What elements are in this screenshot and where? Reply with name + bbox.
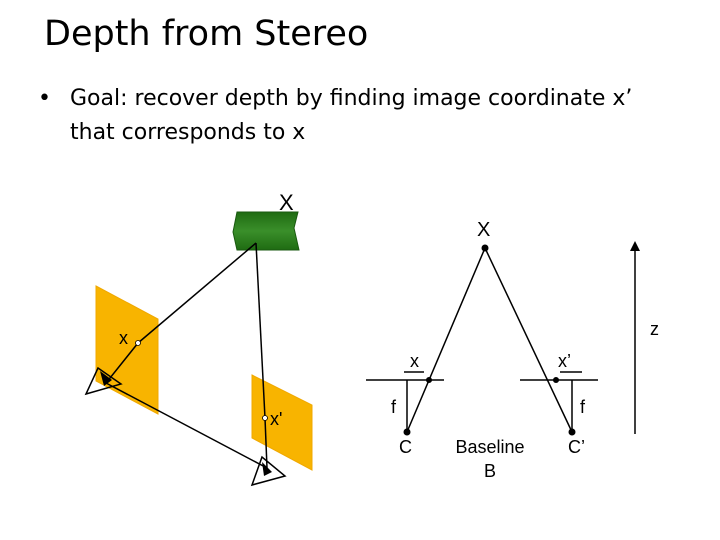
right-image-plane xyxy=(251,374,313,471)
left-image-point xyxy=(135,340,141,346)
right-camera-center-dot xyxy=(568,428,576,436)
right-image-point xyxy=(262,415,268,421)
depth-label: z xyxy=(650,319,659,339)
right-sight-ray xyxy=(484,247,573,433)
left-camera-center-label: C xyxy=(399,437,412,457)
right-scene-point-label: X xyxy=(477,219,490,241)
left-scene-point-label: X xyxy=(279,190,294,215)
slide-title: Depth from Stereo xyxy=(44,14,369,54)
right-figure-left-image-label: x xyxy=(410,351,419,371)
left-focal-label: f xyxy=(391,397,397,417)
right-figure: X x x’ f f C C’ Baseline B z xyxy=(366,219,659,481)
left-figure: X x x' xyxy=(84,190,313,487)
right-image-point-dot xyxy=(553,377,559,383)
goal-bullet: • Goal: recover depth by finding image c… xyxy=(38,82,678,150)
right-focal-label: f xyxy=(580,397,586,417)
left-ray-to-left-camera xyxy=(105,342,139,384)
left-image-plane xyxy=(95,285,159,415)
right-figure-right-image-label: x’ xyxy=(558,351,571,371)
left-ray-to-left-plane xyxy=(137,242,257,344)
left-figure-right-image-label: x' xyxy=(270,409,282,429)
left-image-point-dot xyxy=(426,377,432,383)
bullet-marker: • xyxy=(38,86,51,111)
goal-text: Goal: recover depth by finding image coo… xyxy=(70,86,633,145)
left-figure-baseline xyxy=(105,382,268,469)
right-camera-center-label: C’ xyxy=(568,437,585,457)
left-sight-ray xyxy=(406,247,486,433)
scene-object xyxy=(232,211,300,251)
baseline-symbol: B xyxy=(484,461,496,481)
left-ray-to-right-camera xyxy=(264,417,268,469)
left-camera-icon xyxy=(84,366,123,396)
right-camera-icon xyxy=(250,455,287,487)
left-figure-left-image-label: x xyxy=(119,328,128,348)
left-camera-center-dot xyxy=(403,428,411,436)
baseline-label: Baseline xyxy=(455,437,524,457)
scene-point-dot xyxy=(481,244,489,252)
left-ray-to-right-plane xyxy=(255,242,266,419)
